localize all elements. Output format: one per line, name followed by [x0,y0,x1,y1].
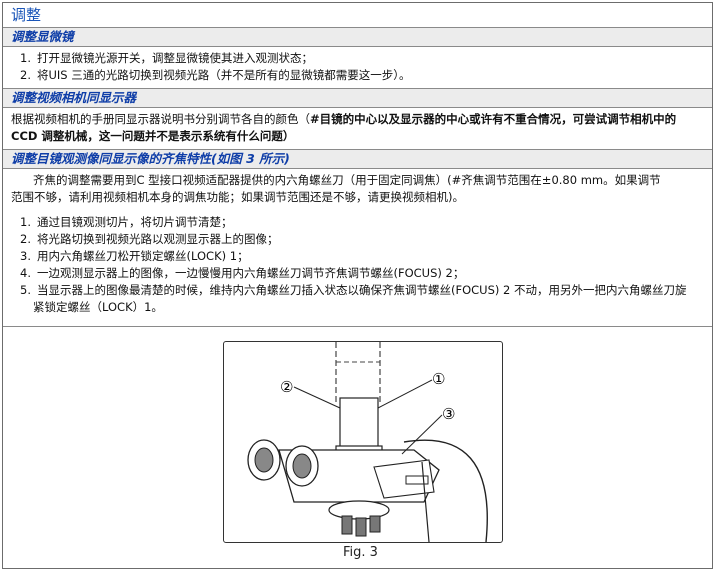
page-title: 调整 [3,3,712,28]
parfocal-paragraph-line2: 范围不够，请利用视频相机本身的调焦功能；如果调节范围还是不够，请更换视频相机)。 [11,190,464,204]
microscope-figure: ② ① ③ [223,341,503,543]
list-item: 3.用内六角螺丝刀松开锁定螺丝(LOCK) 1； [20,249,249,263]
microscope-illustration: ② ① ③ [247,342,488,542]
list-item: 1.打开显微镜光源开关，调整显微镜使其进入观测状态； [20,51,313,65]
callout-2: ② [280,378,293,396]
figure-caption: Fig. 3 [343,545,378,560]
list-item: 4.一边观测显示器上的图像，一边慢慢用内六角螺丝刀调节齐焦调节螺丝(FOCUS)… [20,266,465,280]
list-item: 2.将UIS 三通的光路切换到视频光路（并不是所有的显微镜都需要这一步）。 [20,68,411,82]
list-item: 2.将光路切换到视频光路以观测显示器上的图像； [20,232,279,246]
callout-1: ① [432,370,445,388]
section-body-parfocal: 齐焦的调整需要用到C 型接口视频适配器提供的内六角螺丝刀（用于固定同调焦）(#齐… [3,169,712,320]
callout-3: ③ [442,405,455,423]
section-body-camera: 根据视频相机的手册同显示器说明书分别调节各自的颜色（#目镜的中心以及显示器的中心… [3,108,712,149]
section-body-microscope: 1.打开显微镜光源开关，调整显微镜使其进入观测状态； 2.将UIS 三通的光路切… [3,47,712,88]
parfocal-paragraph-line1: 齐焦的调整需要用到C 型接口视频适配器提供的内六角螺丝刀（用于固定同调焦）(#齐… [33,173,661,187]
list-item: 1.通过目镜观测切片，将切片调节清楚； [20,215,233,229]
section-heading-parfocal: 调整目镜观测像同显示像的齐焦特性(如图 3 所示) [3,149,712,169]
camera-paragraph: 根据视频相机的手册同显示器说明书分别调节各自的颜色（#目镜的中心以及显示器的中心… [11,112,677,126]
figure-area: ② ① ③ Fig. 3 [3,326,712,568]
list-item: 5.当显示器上的图像最清楚的时候，维持内六角螺丝刀插入状态以确保齐焦调节螺丝(F… [20,283,687,297]
list-item-continuation: 紧锁定螺丝（LOCK）1。 [33,300,163,314]
section-heading-camera: 调整视频相机同显示器 [3,88,712,108]
section-heading-microscope: 调整显微镜 [3,28,712,47]
camera-paragraph-cont: CCD 调整机械，这一问题并不是表示系统有什么问题） [11,129,295,143]
